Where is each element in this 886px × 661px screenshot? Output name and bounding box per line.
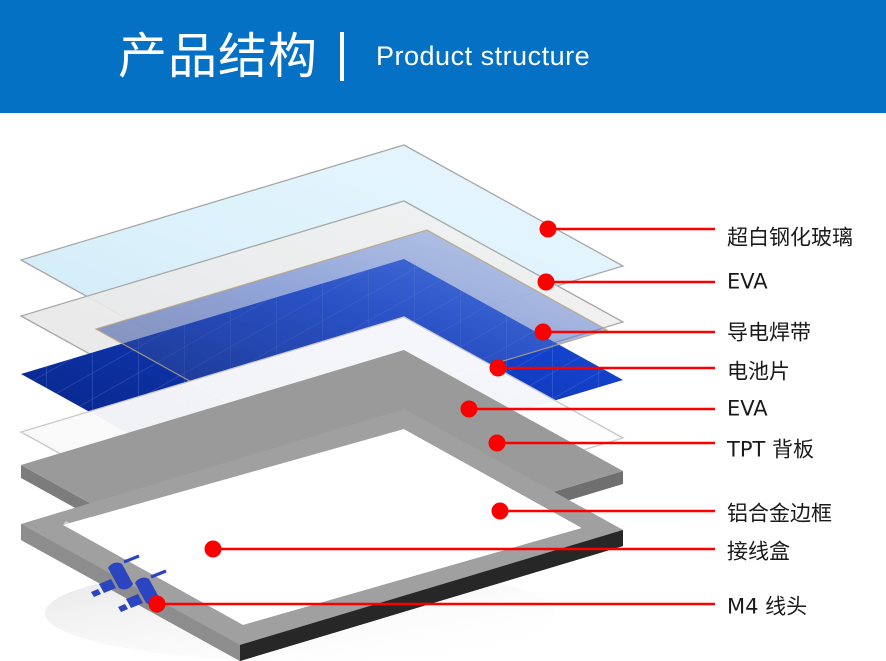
page-title-chinese: 产品结构	[118, 28, 319, 85]
header-title-group: 产品结构 Product structure	[118, 0, 590, 113]
page-title-english: Product structure	[376, 41, 591, 71]
title-divider	[340, 32, 345, 81]
diagram-svg	[19, 144, 625, 661]
exploded-diagram	[0, 113, 886, 661]
m4-connector-a	[91, 554, 140, 597]
page-header: 产品结构 Product structure	[0, 0, 886, 113]
frame-inner-opening	[63, 429, 582, 625]
layer-m4-connectors	[91, 554, 167, 612]
